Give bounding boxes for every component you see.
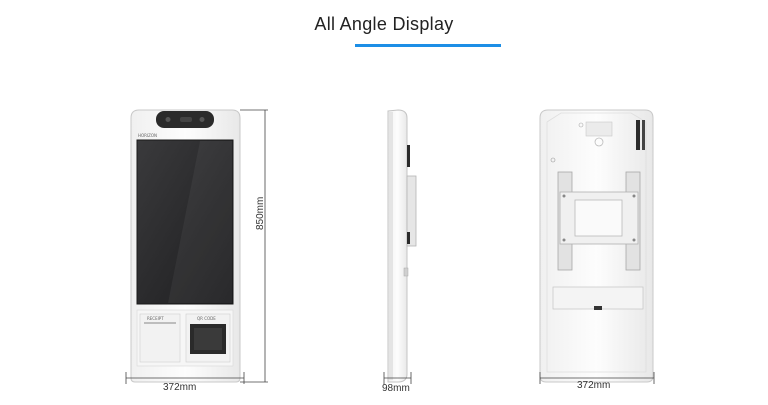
side-bracket (406, 175, 417, 247)
side-depth-label: 98mm (382, 383, 410, 394)
back-service-door (552, 286, 644, 310)
back-view (539, 109, 655, 384)
page-title: All Angle Display (314, 14, 454, 34)
back-top-plate (585, 121, 613, 137)
back-width-label: 372mm (577, 380, 611, 391)
front-view: HORIZON RECEIPT QR CODE (125, 109, 268, 384)
printer-label: RECEIPT (147, 316, 164, 321)
front-width-label: 372mm (163, 382, 197, 393)
back-clip (636, 120, 640, 150)
title-underline (355, 44, 501, 47)
side-view (383, 109, 417, 384)
front-screen (136, 139, 234, 305)
printer-module (139, 313, 181, 363)
front-height-label: 850mm (255, 196, 266, 230)
scanner-label: QR CODE (197, 316, 216, 321)
brand-text: HORIZON (138, 133, 157, 138)
